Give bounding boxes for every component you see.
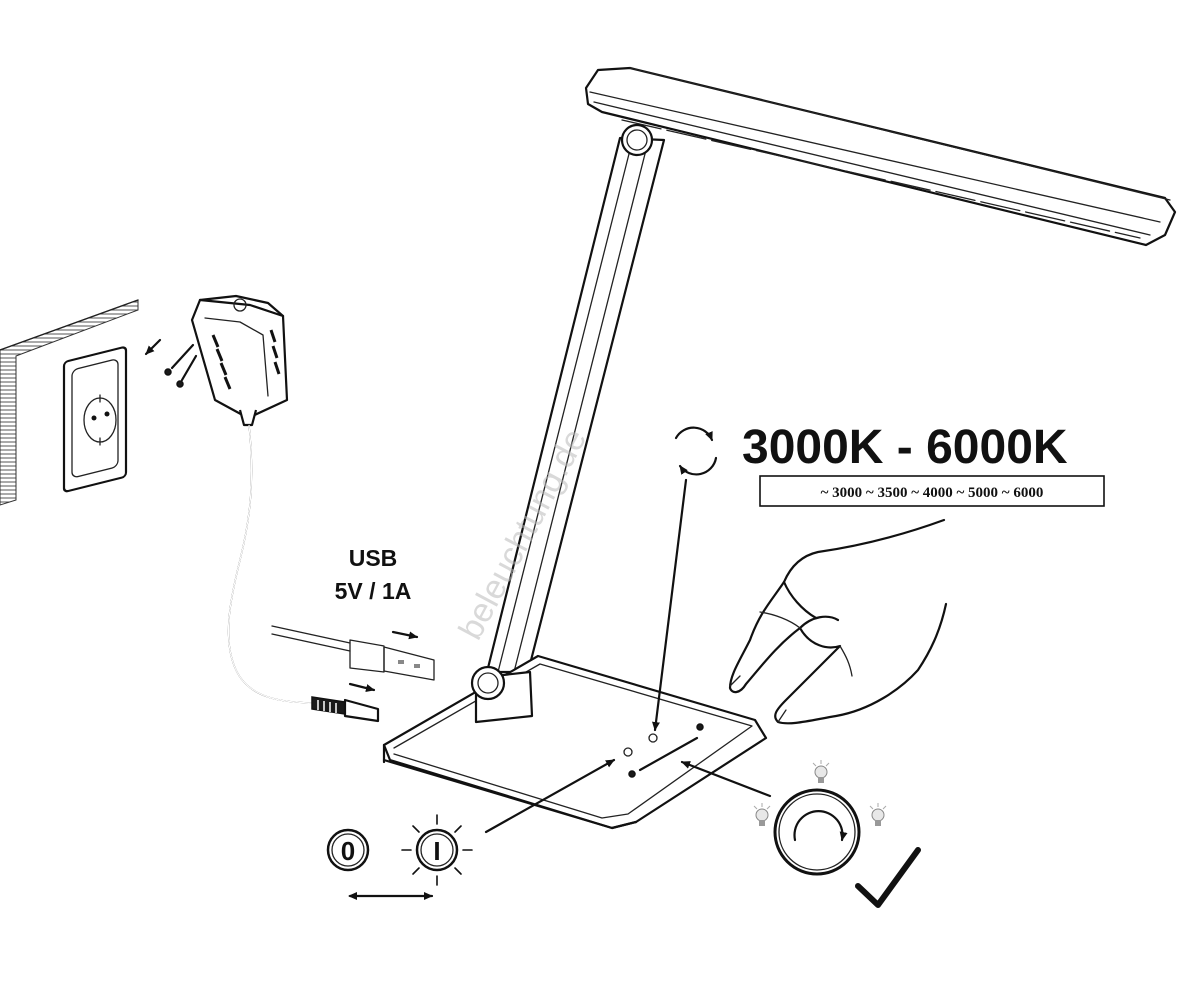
color-temperature-steps-box — [759, 475, 1105, 507]
color-temperature-steps: ~ 3000 ~ 3500 ~ 4000 ~ 5000 ~ 6000 — [821, 485, 1044, 501]
dimmer-icon — [773, 788, 861, 876]
usb-plug — [271, 625, 435, 681]
checkmark-icon — [855, 847, 921, 908]
dim-bulb-left-icon — [753, 803, 771, 826]
on-glow-rays — [401, 814, 473, 886]
dimmer-pointer — [680, 760, 772, 798]
bulb-top-icon — [812, 760, 830, 783]
svg-text:I: I — [433, 836, 440, 866]
plug-in-arrow — [144, 338, 162, 356]
usb-label: USB — [349, 545, 398, 571]
lamp-head — [584, 66, 1177, 247]
dc-barrel-plug — [311, 696, 380, 723]
off-symbol: 0 — [326, 828, 370, 872]
svg-text:0: 0 — [341, 836, 355, 866]
wall-socket — [0, 299, 139, 506]
dc-insert-arrow — [348, 682, 376, 692]
usb-insert-arrow — [391, 630, 419, 640]
on-symbol: I — [415, 828, 459, 872]
hand-illustration — [728, 518, 948, 725]
power-adapter — [164, 294, 289, 427]
color-temperature-range: 3000K - 6000K — [742, 421, 1068, 474]
power-cable — [227, 424, 313, 704]
bright-bulb-right-icon — [869, 803, 887, 826]
color-temperature-pointer — [652, 478, 688, 732]
switch-pointer — [484, 758, 616, 834]
power-rating-label: 5V / 1A — [335, 578, 412, 604]
lamp-base — [382, 654, 768, 830]
color-temperature-cycle-icon — [674, 426, 718, 476]
